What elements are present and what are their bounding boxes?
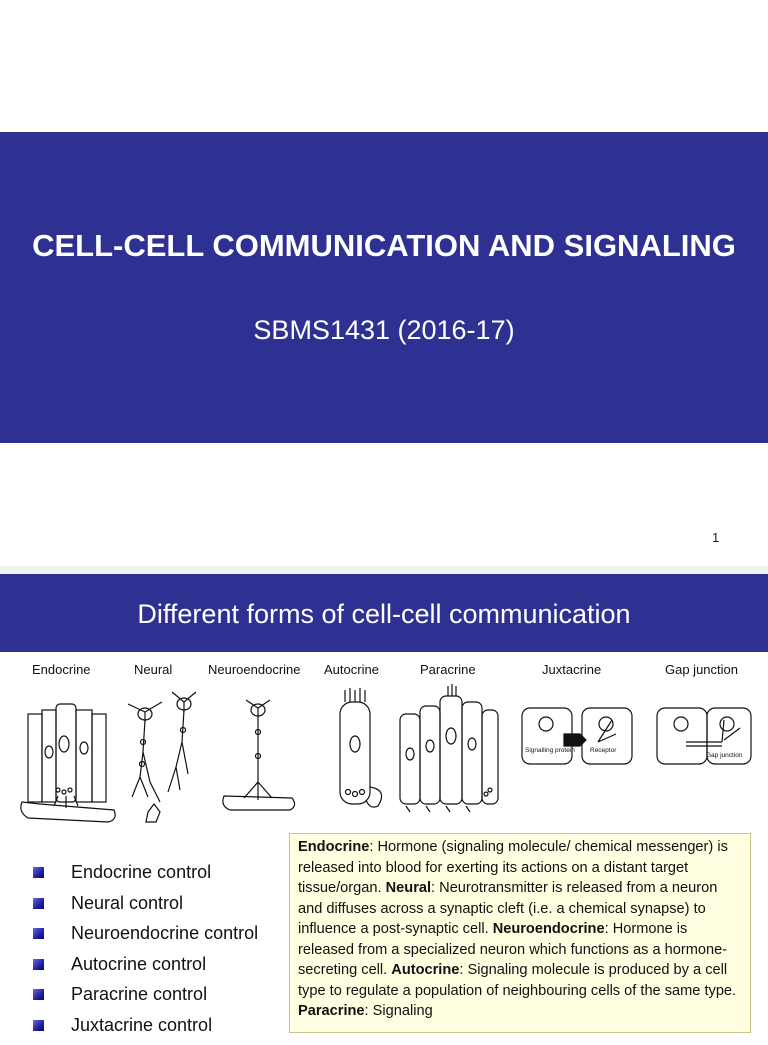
title-slide: CELL-CELL COMMUNICATION AND SIGNALING SB… xyxy=(0,0,768,566)
definitions-box: Endocrine: Hormone (signaling molecule/ … xyxy=(289,833,751,1033)
list-item: Paracrine control xyxy=(30,984,290,1015)
list-item: Endocrine control xyxy=(30,862,290,893)
bullet-text: Paracrine control xyxy=(71,984,207,1005)
signalling-protein-label: Signalling protein xyxy=(525,747,575,754)
term-neuroendocrine: Neuroendocrine xyxy=(493,921,605,937)
label-juxtacrine: Juxtacrine xyxy=(542,662,601,677)
juxtacrine-diagram xyxy=(522,708,632,764)
autocrine-diagram xyxy=(340,688,382,807)
bullet-square-icon xyxy=(33,959,44,970)
content-slide: Different forms of cell-cell communicati… xyxy=(0,574,768,1024)
slide2-header: Different forms of cell-cell communicati… xyxy=(0,574,768,652)
term-neural: Neural xyxy=(386,880,431,896)
bullet-list: Endocrine control Neural control Neuroen… xyxy=(30,862,290,1045)
bullet-square-icon xyxy=(33,928,44,939)
list-item: Juxtacrine control xyxy=(30,1015,290,1045)
label-endocrine: Endocrine xyxy=(32,662,91,677)
label-paracrine: Paracrine xyxy=(420,662,476,677)
neural-diagram xyxy=(128,692,196,822)
page-number: 1 xyxy=(712,530,719,545)
communication-diagrams: Signalling protein Receptor Gap junction xyxy=(0,682,768,832)
bullet-square-icon xyxy=(33,1020,44,1031)
gap-junction-label: Gap junction xyxy=(706,752,743,759)
term-autocrine: Autocrine xyxy=(391,962,459,978)
neuroendocrine-diagram xyxy=(223,700,295,810)
bullet-text: Neural control xyxy=(71,893,183,914)
bullet-text: Neuroendocrine control xyxy=(71,923,258,944)
paracrine-diagram xyxy=(400,684,498,812)
bullet-text: Autocrine control xyxy=(71,954,206,975)
slide-divider xyxy=(0,566,768,574)
receptor-label: Receptor xyxy=(590,747,617,754)
term-endocrine: Endocrine xyxy=(298,839,369,855)
list-item: Autocrine control xyxy=(30,954,290,985)
definition-paracrine: : Signaling xyxy=(365,1003,433,1019)
diagram-labels: Endocrine Neural Neuroendocrine Autocrin… xyxy=(0,662,768,682)
bullet-square-icon xyxy=(33,989,44,1000)
bullet-square-icon xyxy=(33,867,44,878)
slide-subtitle: SBMS1431 (2016-17) xyxy=(0,315,768,346)
bullet-text: Juxtacrine control xyxy=(71,1015,212,1036)
term-paracrine: Paracrine xyxy=(298,1003,365,1019)
label-neuroendocrine: Neuroendocrine xyxy=(208,662,301,677)
list-item: Neuroendocrine control xyxy=(30,923,290,954)
slide-title: CELL-CELL COMMUNICATION AND SIGNALING xyxy=(0,228,768,264)
label-autocrine: Autocrine xyxy=(324,662,379,677)
label-gap-junction: Gap junction xyxy=(665,662,738,677)
bullet-square-icon xyxy=(33,898,44,909)
title-band: CELL-CELL COMMUNICATION AND SIGNALING SB… xyxy=(0,132,768,443)
label-neural: Neural xyxy=(134,662,172,677)
endocrine-diagram xyxy=(21,704,115,822)
list-item: Neural control xyxy=(30,893,290,924)
bullet-text: Endocrine control xyxy=(71,862,211,883)
